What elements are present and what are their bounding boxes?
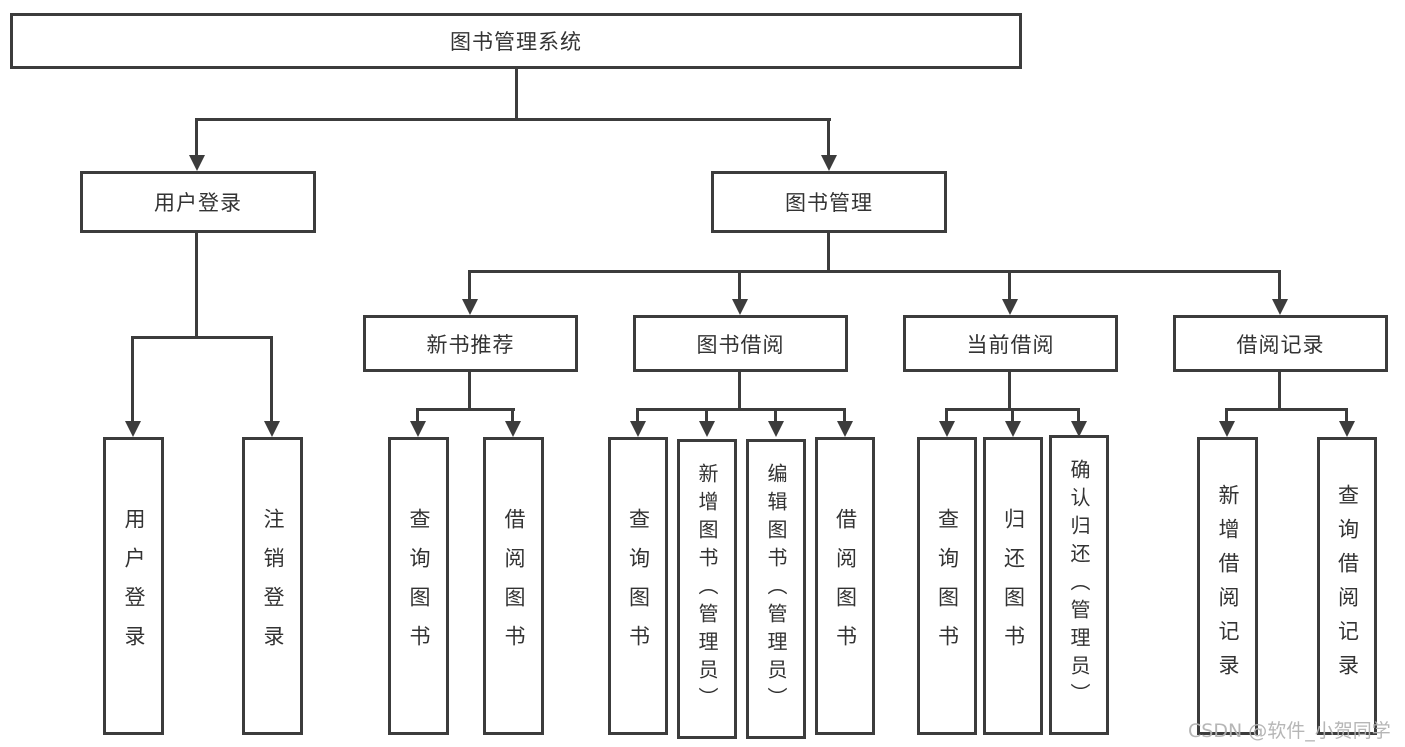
node-book-management: 图书管理 <box>711 171 947 233</box>
connector-drop-query-books-1 <box>416 408 419 423</box>
connector-new-book-rail <box>416 408 515 411</box>
node-borrowing-records: 借阅记录 <box>1173 315 1388 372</box>
connector-drop-add-record <box>1225 408 1228 423</box>
arrowhead-new-book <box>462 299 478 315</box>
arrowhead-borrow-books-1 <box>505 421 521 437</box>
node-book-borrowing: 图书借阅 <box>633 315 848 372</box>
connector-drop-logout-leaf <box>270 336 273 423</box>
node-label: 查询图书 <box>407 508 431 664</box>
node-label: 借阅图书 <box>833 508 858 664</box>
arrowhead-query-books-2 <box>630 421 646 437</box>
node-label: 查询图书 <box>935 508 960 664</box>
connector-drop-edit-book <box>774 408 777 423</box>
arrowhead-add-book <box>699 421 715 437</box>
node-new-book-recommend: 新书推荐 <box>363 315 578 372</box>
arrowhead-query-books-1 <box>410 421 426 437</box>
connector-drop-borrow-books-2 <box>843 408 846 423</box>
connector-drop-query-record <box>1345 408 1348 423</box>
arrowhead-borrowing-records <box>1272 299 1288 315</box>
node-user-login-leaf: 用户登录 <box>103 437 164 735</box>
arrowhead-login-leaf <box>125 421 141 437</box>
connector-drop-return-books <box>1011 408 1014 423</box>
node-return-books: 归还图书 <box>983 437 1043 735</box>
node-label: 新增借阅记录 <box>1216 484 1240 688</box>
connector-drop-confirm-return <box>1077 408 1080 423</box>
connector-new-book-stem <box>468 372 471 410</box>
arrowhead-book-management <box>821 155 837 171</box>
node-label: 新书推荐 <box>426 332 515 357</box>
node-confirm-return-admin: 确认归还（管理员） <box>1049 435 1109 735</box>
node-edit-book-admin: 编辑图书（管理员） <box>746 439 806 739</box>
connector-drop-query-books-3 <box>945 408 948 423</box>
arrowhead-edit-book <box>768 421 784 437</box>
node-label: 图书管理 <box>785 191 873 215</box>
node-label: 借阅记录 <box>1236 332 1325 357</box>
node-borrow-books-borrowing: 借阅图书 <box>815 437 875 735</box>
connector-book-borrowing-stem <box>738 372 741 410</box>
node-label: 编辑图书（管理员） <box>764 463 788 715</box>
node-label: 图书借阅 <box>696 332 785 357</box>
arrowhead-add-record <box>1219 421 1235 437</box>
connector-drop-book-management <box>827 118 830 158</box>
connector-drop-user-login <box>195 118 198 158</box>
node-library-system: 图书管理系统 <box>10 13 1022 69</box>
arrowhead-current-borrowing <box>1002 299 1018 315</box>
arrowhead-query-books-3 <box>939 421 955 437</box>
node-label: 图书管理系统 <box>450 30 582 54</box>
node-label: 借阅图书 <box>502 508 526 664</box>
node-add-borrow-record: 新增借阅记录 <box>1197 437 1258 735</box>
node-query-books-recommend: 查询图书 <box>388 437 449 735</box>
node-label: 注销登录 <box>261 508 285 664</box>
arrowhead-user-login <box>189 155 205 171</box>
node-user-login: 用户登录 <box>80 171 316 233</box>
arrowhead-query-record <box>1339 421 1355 437</box>
node-query-borrow-record: 查询借阅记录 <box>1317 437 1377 735</box>
connector-book-management-stem <box>827 233 830 273</box>
node-label: 新增图书（管理员） <box>695 463 719 715</box>
arrowhead-confirm-return <box>1071 421 1087 437</box>
csdn-watermark: CSDN @软件_小贺同学 <box>1188 720 1391 742</box>
connector-drop-login-leaf <box>131 336 134 423</box>
node-label: 查询借阅记录 <box>1335 484 1360 688</box>
connector-borrowing-records-rail <box>1225 408 1348 411</box>
connector-current-borrowing-stem <box>1008 372 1011 410</box>
node-label: 用户登录 <box>154 191 242 215</box>
connector-drop-new-book <box>468 270 471 300</box>
connector-user-login-stem <box>195 233 198 338</box>
connector-drop-book-borrowing <box>738 270 741 300</box>
connector-drop-query-books-2 <box>636 408 639 423</box>
node-label: 当前借阅 <box>966 332 1055 357</box>
node-query-books-borrowing: 查询图书 <box>608 437 668 735</box>
arrowhead-logout-leaf <box>264 421 280 437</box>
connector-borrowing-records-stem <box>1278 372 1281 410</box>
connector-book-management-rail <box>468 270 1280 273</box>
connector-drop-borrowing-records <box>1278 270 1281 300</box>
connector-root-rail <box>196 118 831 121</box>
node-label: 归还图书 <box>1001 508 1026 664</box>
connector-drop-add-book <box>705 408 708 423</box>
node-query-books-current: 查询图书 <box>917 437 977 735</box>
node-label: 确认归还（管理员） <box>1067 459 1091 711</box>
connector-root-stem <box>515 69 518 121</box>
connector-user-login-rail <box>131 336 273 339</box>
connector-book-borrowing-rail <box>636 408 846 411</box>
node-borrow-books-recommend: 借阅图书 <box>483 437 544 735</box>
arrowhead-book-borrowing <box>732 299 748 315</box>
arrowhead-return-books <box>1005 421 1021 437</box>
node-label: 用户登录 <box>122 508 146 664</box>
connector-drop-current-borrowing <box>1008 270 1011 300</box>
arrowhead-borrow-books-2 <box>837 421 853 437</box>
node-logout: 注销登录 <box>242 437 303 735</box>
node-add-book-admin: 新增图书（管理员） <box>677 439 737 739</box>
connector-drop-borrow-books-1 <box>511 408 514 423</box>
node-label: 查询图书 <box>626 508 651 664</box>
node-current-borrowing: 当前借阅 <box>903 315 1118 372</box>
